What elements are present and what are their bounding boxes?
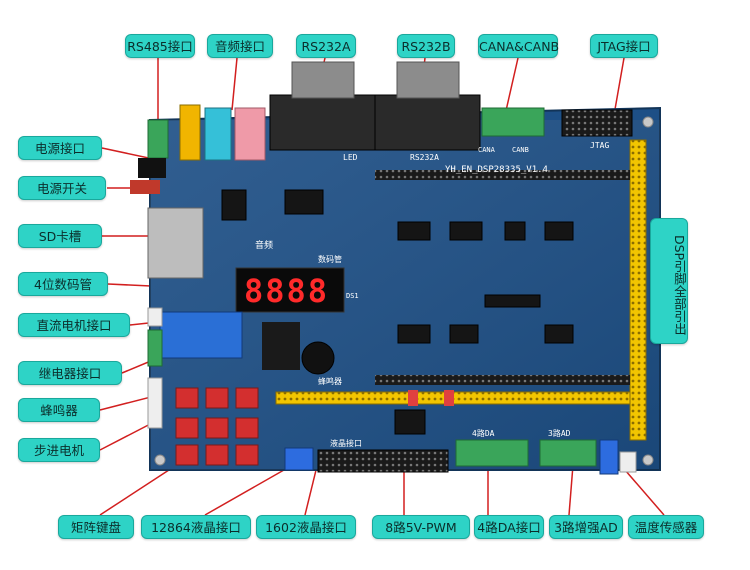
callout-power-switch: 电源开关 bbox=[18, 176, 106, 200]
callout-ad: 3路增强AD bbox=[549, 515, 623, 539]
callout-dsp-pins: DSP引脚全部引出 bbox=[650, 218, 688, 344]
board-model-text: YH_EN_DSP28335_V1.4 bbox=[445, 165, 548, 175]
silk-canb: CANB bbox=[512, 146, 529, 154]
callout-rs232b: RS232B bbox=[397, 34, 455, 58]
callout-relay: 继电器接口 bbox=[18, 361, 122, 385]
callout-keypad: 矩阵键盘 bbox=[58, 515, 134, 539]
seven-seg-digits: 8888 bbox=[244, 272, 329, 310]
callout-dc-motor: 直流电机接口 bbox=[18, 313, 130, 337]
callout-power-port: 电源接口 bbox=[18, 136, 102, 160]
callout-lcd1602: 1602液晶接口 bbox=[256, 515, 356, 539]
silk-cana: CANA bbox=[478, 146, 496, 154]
silk-4da: 4路DA bbox=[472, 428, 495, 438]
silk-rs232a: RS232A bbox=[410, 153, 439, 162]
silk-seg: 数码管 bbox=[318, 254, 342, 264]
silk-audio: 音频 bbox=[255, 239, 273, 251]
silk-buzzer: 蜂鸣器 bbox=[318, 376, 342, 386]
callout-jtag: JTAG接口 bbox=[590, 34, 658, 58]
callout-rs232a: RS232A bbox=[296, 34, 356, 58]
callout-rs485: RS485接口 bbox=[125, 34, 195, 58]
callout-da: 4路DA接口 bbox=[474, 515, 544, 539]
silk-ds1: DS1 bbox=[346, 292, 359, 300]
callout-temp-sensor: 温度传感器 bbox=[628, 515, 704, 539]
callout-sd-slot: SD卡槽 bbox=[18, 224, 102, 248]
silk-jtag: JTAG bbox=[590, 141, 609, 150]
callout-pwm: 8路5V-PWM bbox=[372, 515, 470, 539]
callout-stepper: 步进电机 bbox=[18, 438, 100, 462]
callout-seg-display: 4位数码管 bbox=[18, 272, 108, 296]
silk-3ad: 3路AD bbox=[548, 428, 571, 438]
silk-lcd: 液晶接口 bbox=[330, 438, 362, 448]
silk-led: LED bbox=[343, 153, 358, 162]
callout-audio: 音频接口 bbox=[207, 34, 273, 58]
callout-can: CANA&CANB bbox=[478, 34, 559, 58]
callout-buzzer: 蜂鸣器 bbox=[18, 398, 100, 422]
callout-lcd12864: 12864液晶接口 bbox=[141, 515, 251, 539]
